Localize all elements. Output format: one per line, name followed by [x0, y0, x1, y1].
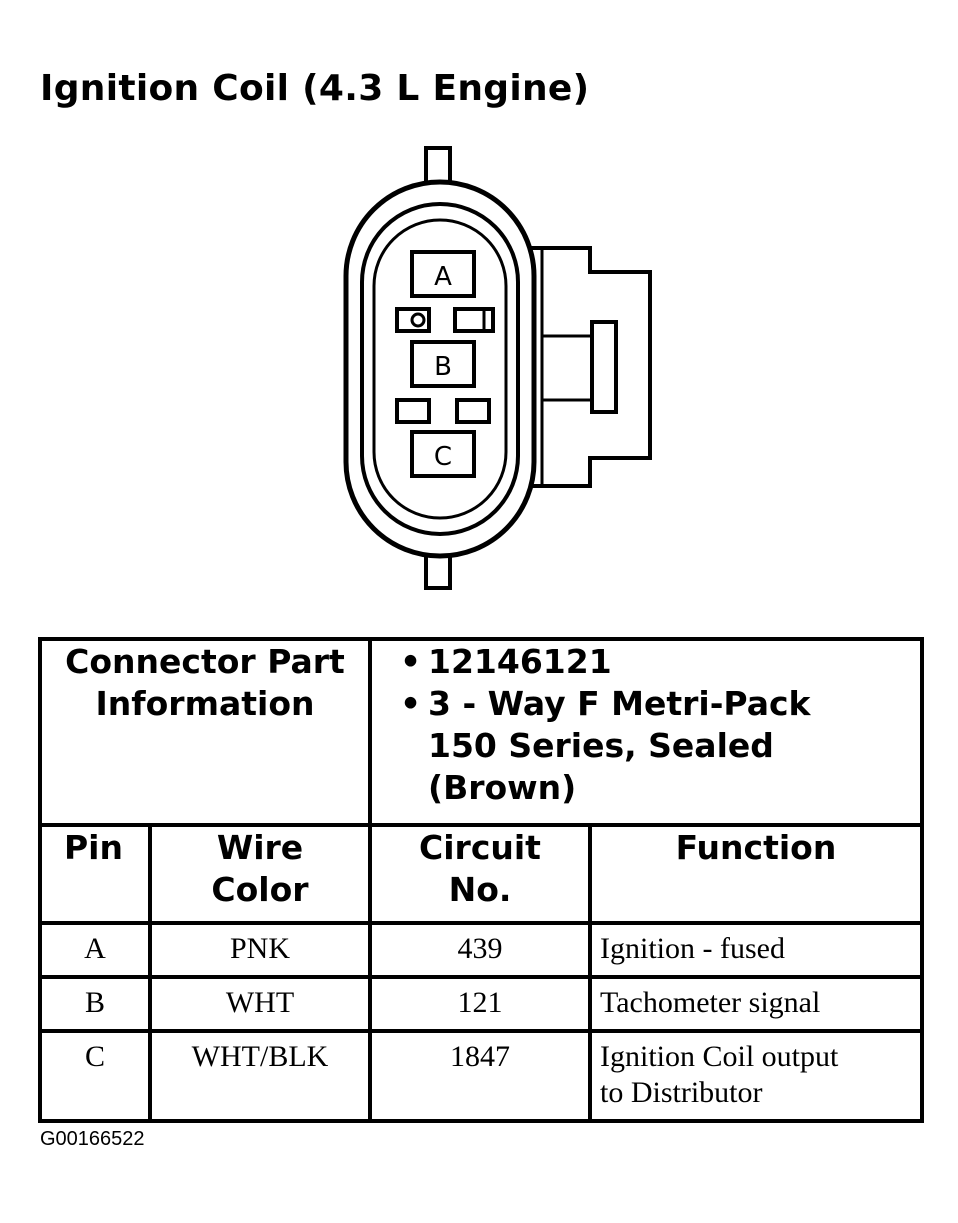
connector-part-value: •12146121 •3 - Way F Metri-Pack 150 Seri…: [368, 637, 924, 827]
pin-label-b: B: [434, 352, 452, 382]
key-slot-right-upper: [453, 307, 495, 333]
connector-side-latch: [518, 246, 652, 488]
terminal-cavity-c: [410, 430, 476, 478]
col-header-function: Function: [588, 823, 924, 925]
cell-circuit: 1847: [368, 1029, 592, 1123]
key-slot-right-lower: [455, 398, 491, 424]
connector-diagram: A B C: [343, 146, 652, 590]
pin-label-a: A: [434, 262, 452, 292]
latch-window: [590, 320, 618, 414]
connector-top-tab: [424, 146, 452, 186]
cell-wire-color: WHT/BLK: [148, 1029, 372, 1123]
cell-function: Tachometer signal: [588, 975, 924, 1033]
table-row: A PNK 439 Ignition - fused: [38, 921, 924, 979]
connector-part-row: Connector Part Information •12146121 •3 …: [38, 637, 924, 827]
pin-label-c: C: [434, 442, 452, 472]
table-row: C WHT/BLK 1847 Ignition Coil output to D…: [38, 1029, 924, 1123]
table-row: B WHT 121 Tachometer signal: [38, 975, 924, 1033]
terminal-cavity-a: [410, 250, 476, 298]
key-dot: [410, 312, 426, 328]
connector-part-label: Connector Part Information: [38, 637, 372, 827]
cell-wire-color: WHT: [148, 975, 372, 1033]
col-header-pin: Pin: [38, 823, 152, 925]
column-header-row: Pin Wire Color Circuit No. Function: [38, 823, 924, 925]
cell-pin: C: [38, 1029, 152, 1123]
cell-circuit: 121: [368, 975, 592, 1033]
cell-circuit: 439: [368, 921, 592, 979]
terminal-cavity-b: [410, 340, 476, 388]
col-header-wire-color: Wire Color: [148, 823, 372, 925]
col-header-circuit-no: Circuit No.: [368, 823, 592, 925]
cell-pin: B: [38, 975, 152, 1033]
connector-table: Connector Part Information •12146121 •3 …: [38, 637, 924, 1123]
key-slot-left-lower: [395, 398, 431, 424]
cell-function: Ignition - fused: [588, 921, 924, 979]
figure-id: G00166522: [40, 1128, 145, 1150]
cell-function: Ignition Coil output to Distributor: [588, 1029, 924, 1123]
part-number: •12146121: [400, 642, 612, 681]
page-title: Ignition Coil (4.3 L Engine): [40, 68, 590, 109]
connector-description: •3 - Way F Metri-Pack: [400, 684, 811, 723]
cell-wire-color: PNK: [148, 921, 372, 979]
cell-pin: A: [38, 921, 152, 979]
